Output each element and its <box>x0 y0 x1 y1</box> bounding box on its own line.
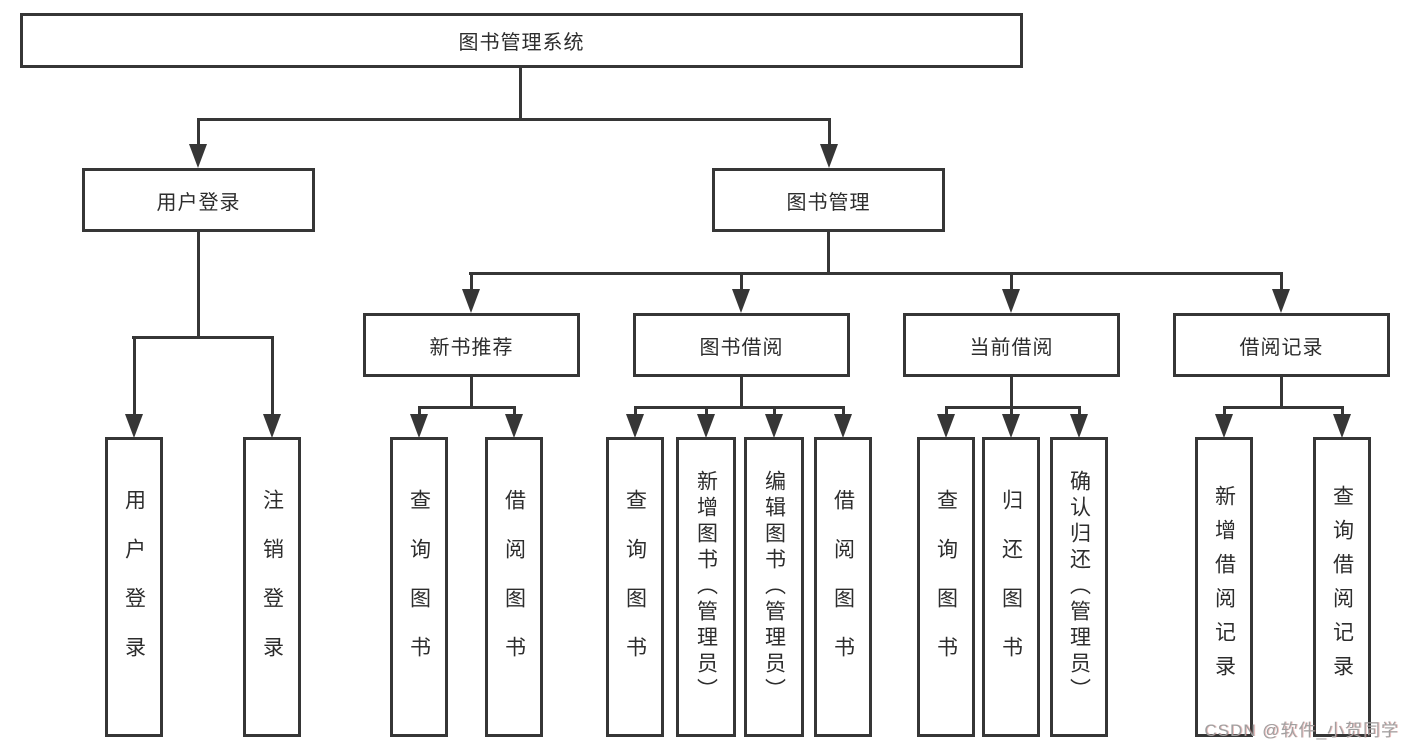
leaf-label: 新增借阅记录 <box>1212 485 1236 689</box>
connector-drop <box>1280 272 1283 292</box>
leaf-query-borrow-record: 查询借阅记录 <box>1313 437 1371 737</box>
arrow-down-icon <box>1002 289 1020 313</box>
arrow-down-icon <box>1215 414 1233 438</box>
connector-user-login-rail <box>132 336 274 339</box>
connector-drop <box>513 406 516 420</box>
connector-drop <box>634 406 637 420</box>
arrow-down-icon <box>937 414 955 438</box>
connector-drop-user-login <box>197 118 200 148</box>
node-book-borrow-label: 图书借阅 <box>699 336 784 359</box>
leaf-label: 借阅图书 <box>831 489 855 685</box>
connector-drop <box>705 406 708 420</box>
arrow-down-icon <box>189 144 207 168</box>
connector-drop <box>1223 406 1226 420</box>
leaf-label: 查询借阅记录 <box>1330 485 1354 689</box>
connector-rail <box>634 406 845 409</box>
connector-drop <box>773 406 776 420</box>
arrow-down-icon <box>697 414 715 438</box>
leaf-label: 借阅图书 <box>502 489 526 685</box>
arrow-down-icon <box>834 414 852 438</box>
connector-drop <box>740 272 743 292</box>
connector-rail <box>418 406 516 409</box>
leaf-label: 编辑图书（管理员） <box>762 470 786 704</box>
connector-drop <box>470 272 473 292</box>
arrow-down-icon <box>505 414 523 438</box>
leaf-borrow-books: 借阅图书 <box>485 437 543 737</box>
leaf-logout: 注销登录 <box>243 437 301 737</box>
node-user-login-label: 用户登录 <box>156 191 241 214</box>
connector-root-rail <box>197 118 831 121</box>
node-book-mgmt: 图书管理 <box>712 168 945 232</box>
leaf-edit-books-admin: 编辑图书（管理员） <box>744 437 804 737</box>
connector-drop <box>1078 406 1081 420</box>
arrow-down-icon <box>732 289 750 313</box>
connector-drop-book-mgmt <box>828 118 831 148</box>
connector-user-login-stem <box>197 232 200 339</box>
leaf-label: 用户登录 <box>122 489 146 685</box>
leaf-label: 查询图书 <box>623 489 647 685</box>
leaf-borrow-books: 借阅图书 <box>814 437 872 737</box>
leaf-add-borrow-record: 新增借阅记录 <box>1195 437 1253 737</box>
connector-drop <box>842 406 845 420</box>
connector-stem <box>470 377 473 409</box>
node-new-book-rec-label: 新书推荐 <box>429 336 514 359</box>
leaf-query-books: 查询图书 <box>917 437 975 737</box>
node-book-mgmt-label: 图书管理 <box>786 191 871 214</box>
node-borrow-records-label: 借阅记录 <box>1239 336 1324 359</box>
connector-drop <box>418 406 421 420</box>
arrow-down-icon <box>1070 414 1088 438</box>
connector-stem <box>1280 377 1283 409</box>
csdn-watermark: CSDN @软件_小贺同学 <box>1204 721 1399 740</box>
connector-drop <box>1010 406 1013 420</box>
node-library-system-label: 图书管理系统 <box>458 32 585 54</box>
node-borrow-records: 借阅记录 <box>1173 313 1390 377</box>
node-library-system: 图书管理系统 <box>20 13 1023 68</box>
connector-drop <box>133 336 136 418</box>
connector-book-mgmt-rail <box>469 272 1283 275</box>
leaf-add-books-admin: 新增图书（管理员） <box>676 437 736 737</box>
connector-stem <box>1010 377 1013 409</box>
leaf-query-books: 查询图书 <box>390 437 448 737</box>
arrow-down-icon <box>1333 414 1351 438</box>
connector-rail <box>945 406 1081 409</box>
leaf-user-login: 用户登录 <box>105 437 163 737</box>
leaf-label: 归还图书 <box>999 489 1023 685</box>
arrow-down-icon <box>1002 414 1020 438</box>
arrow-down-icon <box>1272 289 1290 313</box>
arrow-down-icon <box>462 289 480 313</box>
connector-stem <box>740 377 743 409</box>
connector-rail <box>1223 406 1344 409</box>
arrow-down-icon <box>820 144 838 168</box>
leaf-label: 新增图书（管理员） <box>694 470 718 704</box>
node-new-book-rec: 新书推荐 <box>363 313 580 377</box>
node-user-login: 用户登录 <box>82 168 315 232</box>
connector-drop <box>1341 406 1344 420</box>
node-current-borrow: 当前借阅 <box>903 313 1120 377</box>
node-current-borrow-label: 当前借阅 <box>969 336 1054 359</box>
arrow-down-icon <box>125 414 143 438</box>
arrow-down-icon <box>410 414 428 438</box>
connector-drop <box>945 406 948 420</box>
leaf-return-books: 归还图书 <box>982 437 1040 737</box>
arrow-down-icon <box>263 414 281 438</box>
connector-drop <box>271 336 274 418</box>
leaf-label: 查询图书 <box>407 489 431 685</box>
connector-root-stem <box>519 66 522 120</box>
arrow-down-icon <box>626 414 644 438</box>
node-book-borrow: 图书借阅 <box>633 313 850 377</box>
leaf-label: 注销登录 <box>260 489 284 685</box>
connector-drop <box>1010 272 1013 292</box>
leaf-label: 确认归还（管理员） <box>1067 470 1091 704</box>
leaf-label: 查询图书 <box>934 489 958 685</box>
connector-book-mgmt-stem <box>827 232 830 275</box>
leaf-query-books: 查询图书 <box>606 437 664 737</box>
arrow-down-icon <box>765 414 783 438</box>
leaf-confirm-return-admin: 确认归还（管理员） <box>1050 437 1108 737</box>
